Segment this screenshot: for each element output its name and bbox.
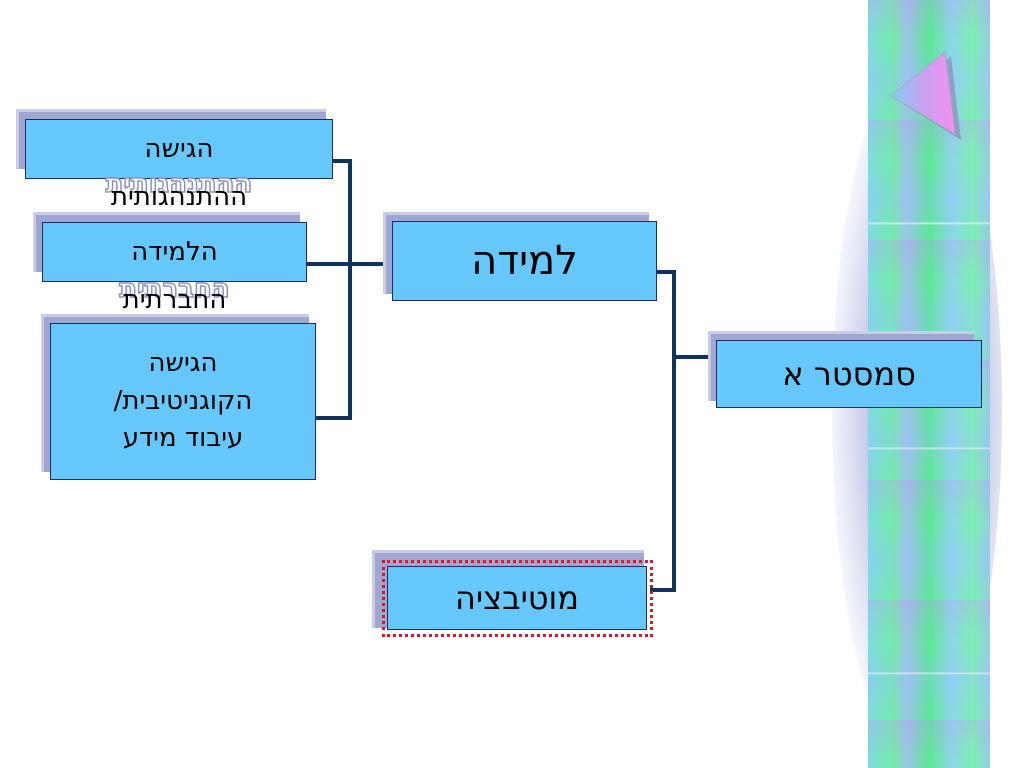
- node-label: מוטיבציה: [455, 579, 579, 617]
- node-label-line1: הגישה: [144, 134, 214, 164]
- node-label-echo: ההתנהגותית: [105, 168, 253, 200]
- box-face: מוטיבציה: [387, 566, 647, 630]
- box-face: הגישה הקוגניטיבית/ עיבוד מידע: [50, 323, 316, 480]
- node-label-line1: הגישה: [148, 347, 218, 378]
- triangle-pointer-icon: [890, 51, 961, 140]
- node-label-line2: הקוגניטיבית/: [113, 385, 253, 416]
- highlight-frame: [382, 560, 653, 637]
- box-face: הגישה: [25, 119, 333, 179]
- node-label: למידה: [471, 238, 578, 284]
- node-label: סמסטר א: [782, 355, 916, 393]
- box-face: סמסטר א: [716, 340, 982, 408]
- node-label-line2: ההתנהגותית: [110, 182, 248, 212]
- node-label-echo: החברתית: [119, 273, 231, 305]
- node-label-line1: הלמידה: [131, 237, 218, 267]
- node-label-line2: החברתית: [122, 285, 227, 315]
- box-face: למידה: [392, 221, 657, 301]
- node-label-line3: עיבוד מידע: [122, 423, 244, 454]
- box-face: הלמידה: [42, 222, 307, 282]
